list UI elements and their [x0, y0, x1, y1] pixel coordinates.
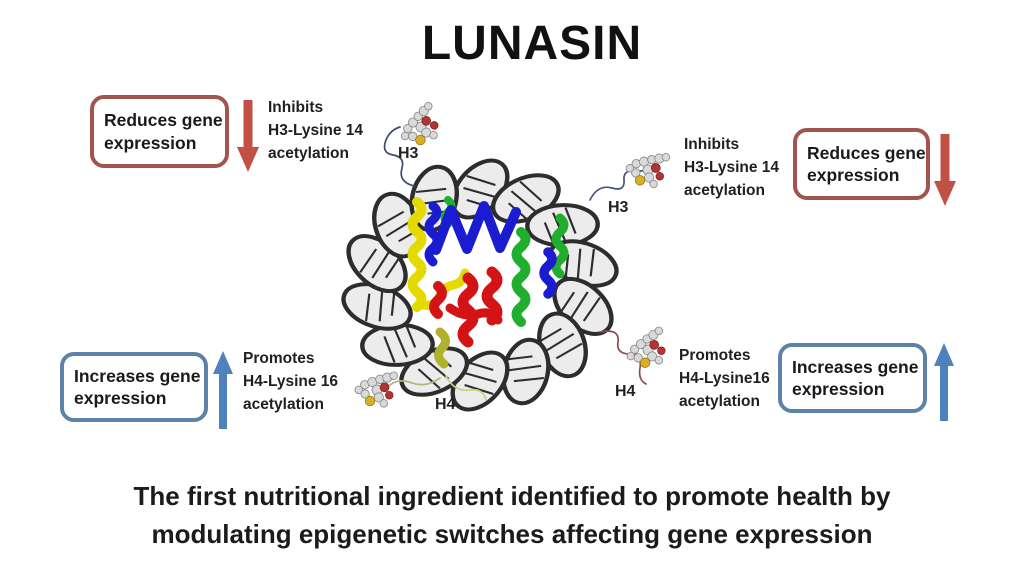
histone-h2a-red-helix	[481, 266, 503, 326]
h4-tail-left	[389, 377, 441, 386]
histone-h3-blue-helix	[539, 247, 557, 299]
histone-h3-blue-helix	[431, 201, 521, 255]
histone-h4-yellow-helix	[407, 197, 427, 312]
effect-line: acetylation	[268, 145, 349, 162]
effect-line: Inhibits	[684, 136, 740, 153]
increases-gene-expression-box-right: Increases gene expression	[778, 343, 927, 413]
histone-h2a-red-helix	[445, 303, 503, 325]
effect-line: Promotes	[679, 347, 751, 364]
histone-green-helix	[511, 227, 531, 327]
reduces-gene-expression-label: Reduces gene expression	[104, 110, 223, 153]
reduces-gene-expression-box-right: Reduces gene expression	[793, 128, 930, 200]
acetyl-molecule	[352, 365, 399, 411]
effect-line: H3-Lysine 14	[684, 159, 780, 176]
reduces-gene-expression-label: Reduces gene expression	[807, 142, 926, 185]
caption-line-2: modulating epigenetic switches affecting…	[151, 519, 873, 549]
histone-h2a-red-helix	[429, 281, 447, 319]
effect-line: Promotes	[243, 350, 315, 367]
reduces-gene-expression-box-left: Reduces gene expression	[90, 95, 229, 168]
effect-note-bottom-left: Promotes H4-Lysine 16 acetylation	[243, 347, 363, 416]
h4-tail-left	[445, 375, 487, 401]
acetyl-molecule	[622, 143, 671, 192]
effect-note-bottom-right: Promotes H4-Lysine16 acetylation	[679, 344, 789, 413]
effect-line: acetylation	[243, 396, 324, 413]
h3-tail-right	[589, 165, 649, 201]
histone-h3-blue-helix	[424, 201, 442, 267]
effect-line: H4-Lysine 16	[243, 373, 339, 390]
acetyl-molecule	[393, 100, 444, 151]
acetyl-molecule	[622, 326, 669, 371]
down-arrow-icon	[934, 134, 956, 206]
histone-h2a-red-helix	[457, 272, 479, 348]
caption: The first nutritional ingredient identif…	[52, 477, 972, 553]
h4-label-left: H4	[435, 396, 456, 413]
effect-line: acetylation	[679, 393, 760, 410]
histone-olive-helix	[434, 327, 450, 369]
effect-note-top-left: Inhibits H3-Lysine 14 acetylation	[268, 96, 388, 165]
histone-core	[407, 196, 569, 369]
effect-note-top-right: Inhibits H3-Lysine 14 acetylation	[684, 133, 804, 202]
page-title: LUNASIN	[421, 17, 643, 70]
h4-label-right: H4	[615, 383, 636, 400]
increases-gene-expression-label: Increases gene expression	[792, 356, 919, 399]
h3-tail-left	[383, 126, 415, 187]
histone-green-helix	[551, 213, 569, 279]
effect-line: H4-Lysine16	[679, 370, 770, 387]
effect-line: H3-Lysine 14	[268, 122, 364, 139]
caption-line-1: The first nutritional ingredient identif…	[133, 481, 891, 511]
effect-line: Inhibits	[268, 99, 324, 116]
effect-line: acetylation	[684, 182, 765, 199]
up-arrow-icon	[213, 351, 233, 429]
up-arrow-icon	[934, 343, 954, 421]
h3-label-right: H3	[608, 199, 629, 216]
down-arrow-icon	[237, 100, 259, 172]
nucleosome-figure	[320, 100, 671, 445]
h3-label-left: H3	[398, 145, 419, 162]
increases-gene-expression-box-left: Increases gene expression	[60, 352, 208, 422]
increases-gene-expression-label: Increases gene expression	[74, 365, 201, 408]
